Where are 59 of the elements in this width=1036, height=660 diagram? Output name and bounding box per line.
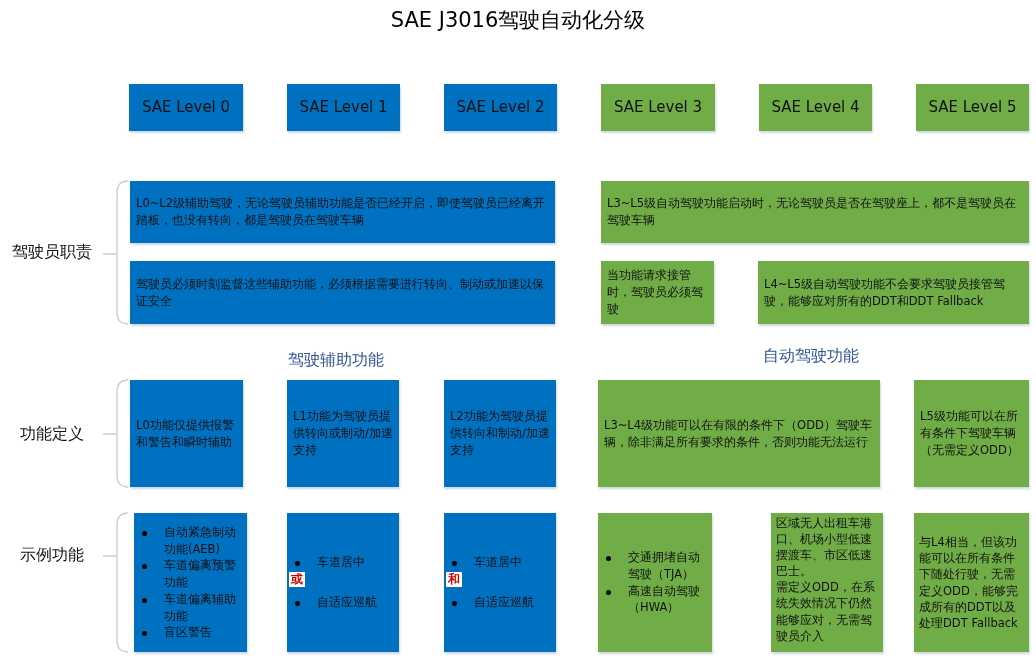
description-box <box>130 181 555 243</box>
row-label: 功能定义 <box>20 424 84 445</box>
description-box <box>758 261 1029 324</box>
level-box <box>916 84 1029 131</box>
level-box <box>759 84 872 131</box>
box-text: L3~L4级功能可以在有限的条件下（ODD）驾驶车辆，除非满足所有要求的条件，否则功能无法运行 <box>604 416 873 451</box>
box-text: L0~L2级辅助驾驶，无论驾驶员辅助功能是否已经开启，即使驾驶员已经离开踏板，也没有转向，都是驾驶员在驾驶车辆 <box>136 195 547 229</box>
example-box <box>287 513 399 652</box>
description-box <box>598 380 880 487</box>
box-text: L2功能为驾驶员提供转向和制动/加速支持 <box>450 408 550 459</box>
box-text: L1功能为驾驶员提供转向或制动/加速支持 <box>293 408 393 459</box>
description-box <box>130 380 243 487</box>
box-text: 当功能请求接管时，驾驶员必须驾驶 <box>607 267 704 318</box>
box-text: L3~L5级自动驾驶功能启动时，无论驾驶员是否在驾驶座上，都不是驾驶员在驾驶车辆 <box>607 195 1018 229</box>
level-title: SAE Level 3 <box>613 96 703 118</box>
box-text: 需定义ODD，在系统失效情况下仍然能够应对，无需驾驶员介入 <box>776 579 876 644</box>
box-text: 区域无人出租车港口、机场小型低速摆渡车、市区低速巴士。 <box>776 515 873 580</box>
level-box <box>287 84 400 131</box>
list-item: 高速自动驾驶（HWA） <box>602 582 708 616</box>
description-box <box>287 380 399 487</box>
level-box <box>601 84 715 131</box>
description-box <box>914 513 1029 652</box>
example-box <box>444 513 556 652</box>
box-text: 驾驶员必须时刻监督这些辅助功能，必须根据需要进行转向、制动或加速以保证安全 <box>136 275 545 310</box>
description-box <box>601 181 1029 243</box>
level-title: SAE Level 1 <box>299 96 388 118</box>
title: SAE J3016驾驶自动化分级 <box>389 7 647 34</box>
list-item: 自适应巡航 <box>291 593 395 611</box>
description-box <box>914 380 1029 487</box>
description-box <box>771 513 883 652</box>
list-item: 车道偏离预警功能 <box>138 557 243 591</box>
example-box <box>134 513 247 652</box>
level-title: SAE Level 2 <box>456 96 545 118</box>
row-label: 示例功能 <box>20 545 84 566</box>
section-heading: 驾驶辅助功能 <box>288 350 384 371</box>
list-item: 车道偏离辅助功能 <box>138 590 243 625</box>
list-item: 盲区警告 <box>138 624 243 641</box>
example-box <box>598 513 712 652</box>
level-box <box>129 84 243 131</box>
box-text: L4~L5级自动驾驶功能不会要求驾驶员接管驾驶，能够应对所有的DDT和DDT Fallback <box>764 275 1007 310</box>
list-item: 车道居中 <box>448 554 552 572</box>
level-box <box>444 84 557 131</box>
conjunction-text: 和 <box>446 572 462 588</box>
section-heading: 自动驾驶功能 <box>763 346 859 367</box>
description-box <box>130 261 555 324</box>
list-item: 自适应巡航 <box>448 593 552 611</box>
level-title: SAE Level 4 <box>771 96 860 118</box>
box-text: 与L4相当，但该功能可以在所有条件下随处行驶，无需定义ODD，能够完成所有的DDT以及处理DDT Fallback <box>919 534 1019 631</box>
row-label: 驾驶员职责 <box>12 242 92 263</box>
list-item: 交通拥堵自动驾驶（TJA） <box>602 549 708 583</box>
level-title: SAE Level 0 <box>141 96 231 118</box>
list-item: 自动紧急制动功能(AEB) <box>138 524 243 558</box>
description-box <box>444 380 556 487</box>
description-box <box>601 261 714 324</box>
box-text: L5级功能可以在所有条件下驾驶车辆（无需定义ODD） <box>920 408 1020 459</box>
level-title: SAE Level 5 <box>928 96 1017 118</box>
conjunction-text: 或 <box>289 572 305 588</box>
box-text: L0功能仅提供报警和警告和瞬时辅助 <box>136 416 235 451</box>
list-item: 车道居中 <box>291 554 395 572</box>
